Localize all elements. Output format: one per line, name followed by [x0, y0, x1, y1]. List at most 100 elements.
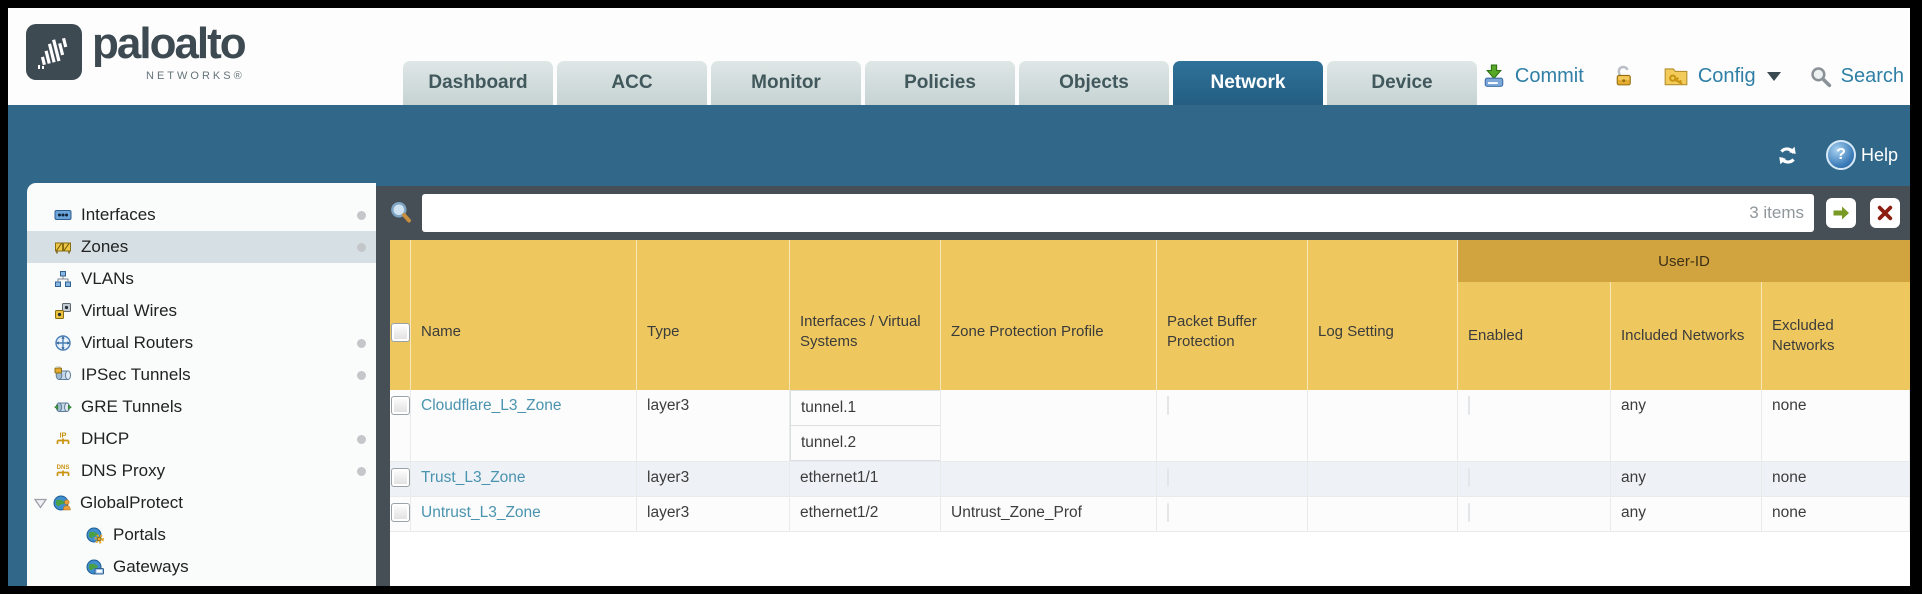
interfaces-cell: ethernet1/1 — [790, 462, 941, 496]
config-button[interactable]: Config — [1697, 64, 1756, 87]
tab-objects[interactable]: Objects — [1019, 61, 1169, 105]
portals-icon — [85, 525, 105, 545]
zone-type-cell: layer3 — [637, 462, 790, 496]
sidebar-item-interfaces[interactable]: Interfaces — [27, 199, 376, 231]
user-id-group-header: User-ID — [1458, 240, 1910, 282]
tab-monitor[interactable]: Monitor — [711, 61, 861, 105]
filter-input[interactable] — [432, 202, 1750, 224]
sidebar-item-virtual-wires[interactable]: Virtual Wires — [27, 295, 376, 327]
help-icon: ? — [1825, 140, 1856, 170]
packet-buffer-protection-checkbox[interactable] — [1167, 396, 1169, 415]
gre-tunnels-icon — [53, 397, 73, 417]
column-header-type[interactable]: Type — [637, 240, 790, 390]
commit-icon — [1482, 64, 1506, 88]
user-id-enabled-checkbox[interactable] — [1468, 503, 1470, 522]
svg-text:DNS: DNS — [57, 465, 70, 471]
column-header-name[interactable]: Name — [411, 240, 637, 390]
tab-device[interactable]: Device — [1327, 61, 1477, 105]
column-header-included-networks[interactable]: Included Networks — [1611, 282, 1762, 390]
select-all-cell — [390, 240, 411, 390]
virtual-wires-icon — [53, 301, 73, 321]
zones-icon — [53, 237, 73, 257]
zone-type-cell: layer3 — [637, 497, 790, 531]
sidebar-item-label: Gateways — [113, 557, 189, 576]
apply-filter-button[interactable] — [1826, 198, 1856, 228]
dns-proxy-icon: DNS — [53, 461, 73, 481]
sidebar-item-label: DNS Proxy — [81, 461, 166, 480]
sidebar-item-gateways[interactable]: Gateways — [27, 551, 376, 583]
filter-input-box: 3 items — [422, 194, 1814, 232]
sidebar-item-zones[interactable]: Zones — [27, 231, 376, 263]
sidebar-item-ipsec-tunnels[interactable]: IPSec Tunnels — [27, 359, 376, 391]
user-id-enabled-checkbox[interactable] — [1468, 468, 1470, 487]
brand-logo: paloalto NETWORKS® — [26, 19, 247, 82]
brand-subtitle: NETWORKS® — [146, 70, 245, 82]
sidebar-item-virtual-routers[interactable]: Virtual Routers — [27, 327, 376, 359]
lock-icon[interactable] — [1612, 65, 1635, 88]
filter-bar: 3 items — [376, 186, 1910, 240]
clear-filter-button[interactable] — [1870, 198, 1900, 228]
row-checkbox[interactable] — [390, 396, 410, 415]
sidebar-item-label: Portals — [113, 525, 166, 544]
zone-name-link[interactable]: Cloudflare_L3_Zone — [421, 397, 562, 414]
brand-name: paloalto — [92, 19, 247, 68]
sidebar-item-label: Virtual Routers — [81, 333, 194, 352]
sidebar-item-label: IPSec Tunnels — [81, 365, 191, 384]
filter-search-icon[interactable] — [388, 200, 414, 226]
tab-policies[interactable]: Policies — [865, 61, 1015, 105]
commit-button[interactable]: Commit — [1514, 64, 1584, 87]
log-setting-cell — [1308, 390, 1458, 461]
search-icon — [1809, 65, 1832, 88]
tab-network[interactable]: Network — [1173, 61, 1323, 105]
sidebar-item-label: GRE Tunnels — [81, 397, 183, 416]
sidebar-item-dns-proxy[interactable]: DNS DNS Proxy — [27, 455, 376, 487]
virtual-routers-icon — [53, 333, 73, 353]
log-setting-cell — [1308, 497, 1458, 531]
column-header-log-setting[interactable]: Log Setting — [1308, 240, 1458, 390]
sidebar-item-vlans[interactable]: VLANs — [27, 263, 376, 295]
included-networks-cell: any — [1611, 390, 1762, 461]
globalprotect-icon — [52, 493, 72, 513]
sidebar-item-portals[interactable]: Portals — [27, 519, 376, 551]
sidebar-item-label: Interfaces — [81, 205, 156, 224]
tab-acc[interactable]: ACC — [557, 61, 707, 105]
zone-type-cell: layer3 — [637, 390, 790, 461]
packet-buffer-protection-checkbox[interactable] — [1167, 503, 1169, 522]
packet-buffer-protection-cell — [1157, 497, 1308, 531]
paloalto-logo-icon — [26, 24, 82, 80]
column-header-enabled[interactable]: Enabled — [1458, 282, 1611, 390]
config-caret-icon[interactable] — [1766, 71, 1781, 81]
refresh-icon[interactable] — [1775, 143, 1800, 168]
search-button[interactable]: Search — [1840, 64, 1904, 87]
sidebar-item-gre-tunnels[interactable]: GRE Tunnels — [27, 391, 376, 423]
row-checkbox[interactable] — [390, 468, 410, 487]
row-checkbox[interactable] — [390, 503, 410, 522]
table-row: Untrust_L3_Zone layer3 ethernet1/2 Untru… — [390, 497, 1910, 532]
interface-subcell: tunnel.2 — [790, 425, 940, 461]
user-id-enabled-cell — [1458, 497, 1611, 531]
user-id-enabled-checkbox[interactable] — [1468, 396, 1470, 415]
packet-buffer-protection-checkbox[interactable] — [1167, 468, 1169, 487]
column-header-zone-protection-profile[interactable]: Zone Protection Profile — [941, 240, 1157, 390]
tab-dashboard[interactable]: Dashboard — [403, 61, 553, 105]
zone-name-link[interactable]: Untrust_L3_Zone — [421, 504, 541, 521]
sidebar-item-label: Zones — [81, 237, 129, 256]
item-count: 3 items — [1749, 203, 1804, 222]
help-button[interactable]: ? Help — [1825, 140, 1898, 170]
interface-subcell: tunnel.1 — [790, 390, 940, 426]
select-all-checkbox[interactable] — [390, 322, 410, 342]
column-header-interfaces[interactable]: Interfaces / Virtual Systems — [790, 240, 941, 390]
column-header-excluded-networks[interactable]: Excluded Networks — [1772, 317, 1835, 354]
zone-name-link[interactable]: Trust_L3_Zone — [421, 469, 526, 486]
user-id-enabled-cell — [1458, 462, 1611, 496]
expand-triangle-icon[interactable] — [32, 495, 49, 512]
column-header-packet-buffer-protection[interactable]: Packet Buffer Protection — [1157, 240, 1308, 390]
ipsec-tunnels-icon — [53, 365, 73, 385]
sidebar-item-globalprotect[interactable]: GlobalProtect — [27, 487, 376, 519]
